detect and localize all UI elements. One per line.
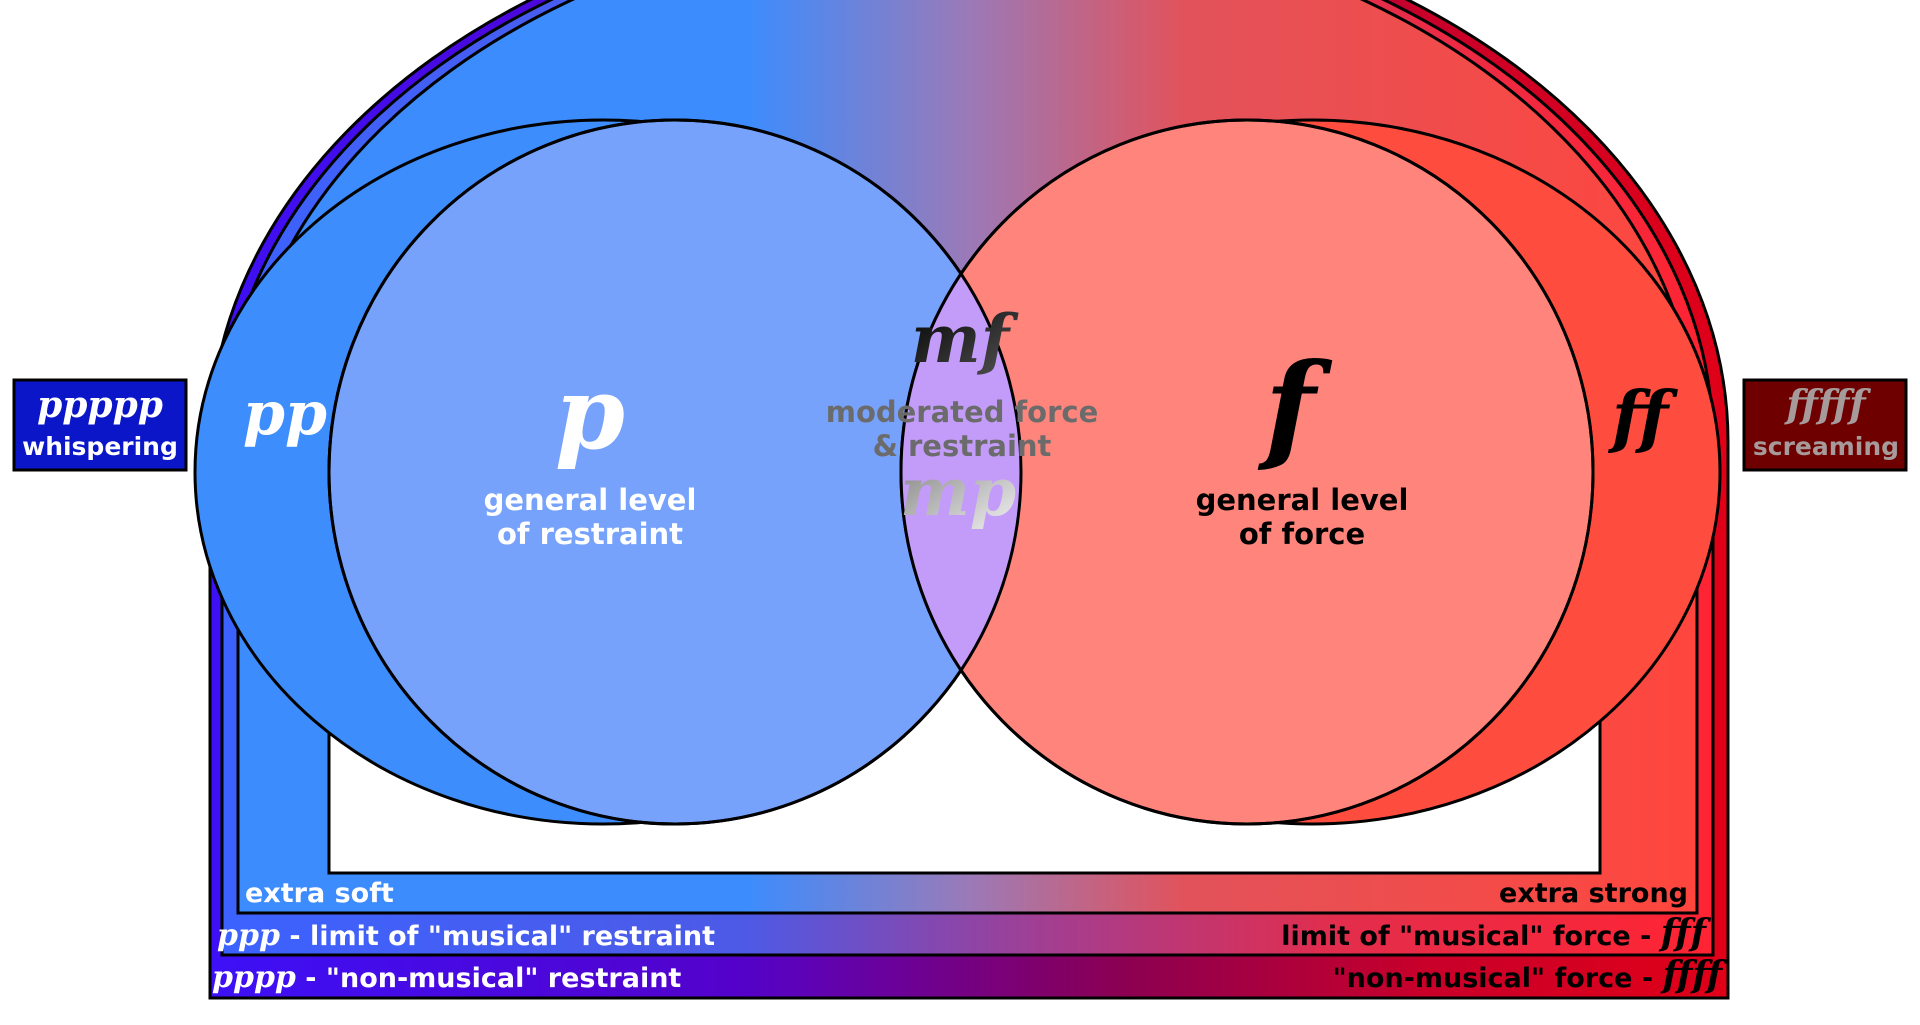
f-label-line1: general level xyxy=(1196,483,1409,517)
non-musical-restraint-label: pppp - "non-musical" restraint xyxy=(212,960,681,995)
p-label-line2: of restraint xyxy=(497,517,683,551)
extra-strong-label: extra strong xyxy=(1499,878,1688,909)
pppp-symbol: pppp xyxy=(212,960,296,995)
ppp-symbol: ppp xyxy=(217,918,280,953)
non-musical-force-text: "non-musical" force - xyxy=(1333,963,1663,994)
whispering-symbol: ppppp xyxy=(37,384,163,426)
screaming-box: fffff screaming xyxy=(1742,378,1908,472)
ff-symbol: ff xyxy=(1608,377,1679,457)
musical-restraint-text: - limit of "musical" restraint xyxy=(280,921,715,952)
musical-restraint-label: ppp - limit of "musical" restraint xyxy=(217,918,715,953)
f-label-line2: of force xyxy=(1239,517,1365,551)
overlap-label-line2: & restraint xyxy=(873,429,1052,463)
ffff-symbol: ffff xyxy=(1659,954,1727,996)
mf-symbol: mf xyxy=(911,300,1019,378)
pp-symbol: pp xyxy=(243,379,327,449)
overlap-label-line1: moderated force xyxy=(826,395,1099,429)
musical-force-text: limit of "musical" force - xyxy=(1281,921,1661,952)
whispering-label: whispering xyxy=(22,432,178,461)
mp-symbol: mp xyxy=(900,453,1016,531)
p-symbol: p xyxy=(555,354,625,472)
musical-force-label: limit of "musical" force - fff xyxy=(1281,912,1711,954)
fff-symbol: fff xyxy=(1658,912,1712,954)
p-label-line1: general level xyxy=(484,483,697,517)
non-musical-force-label: "non-musical" force - ffff xyxy=(1333,954,1728,996)
screaming-symbol: fffff xyxy=(1783,381,1871,426)
non-musical-restraint-text: - "non-musical" restraint xyxy=(296,963,682,994)
overlap-region xyxy=(327,118,1595,826)
whispering-box: ppppp whispering xyxy=(12,378,188,472)
extra-soft-label: extra soft xyxy=(245,878,394,909)
screaming-label: screaming xyxy=(1753,432,1899,461)
